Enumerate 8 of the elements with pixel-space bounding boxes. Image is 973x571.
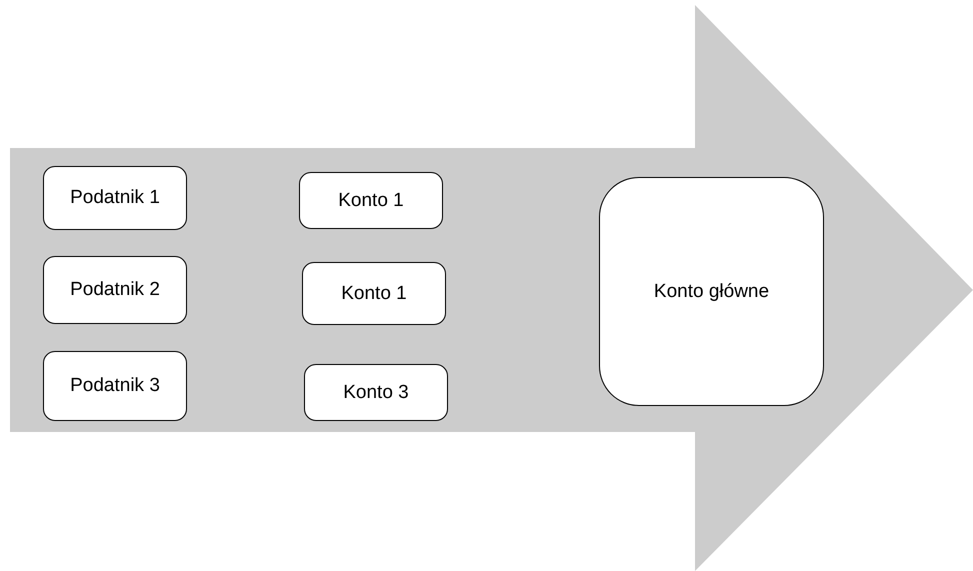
arrow-shape xyxy=(10,5,973,571)
rounded-box: Podatnik 1 xyxy=(43,166,187,230)
rounded-box: Konto główne xyxy=(599,177,824,406)
rounded-box: Konto 1 xyxy=(302,262,446,325)
rounded-box: Konto 1 xyxy=(299,172,443,229)
rounded-box: Podatnik 3 xyxy=(43,351,187,421)
rounded-box: Konto 3 xyxy=(304,364,448,421)
rounded-box: Podatnik 2 xyxy=(43,256,187,324)
